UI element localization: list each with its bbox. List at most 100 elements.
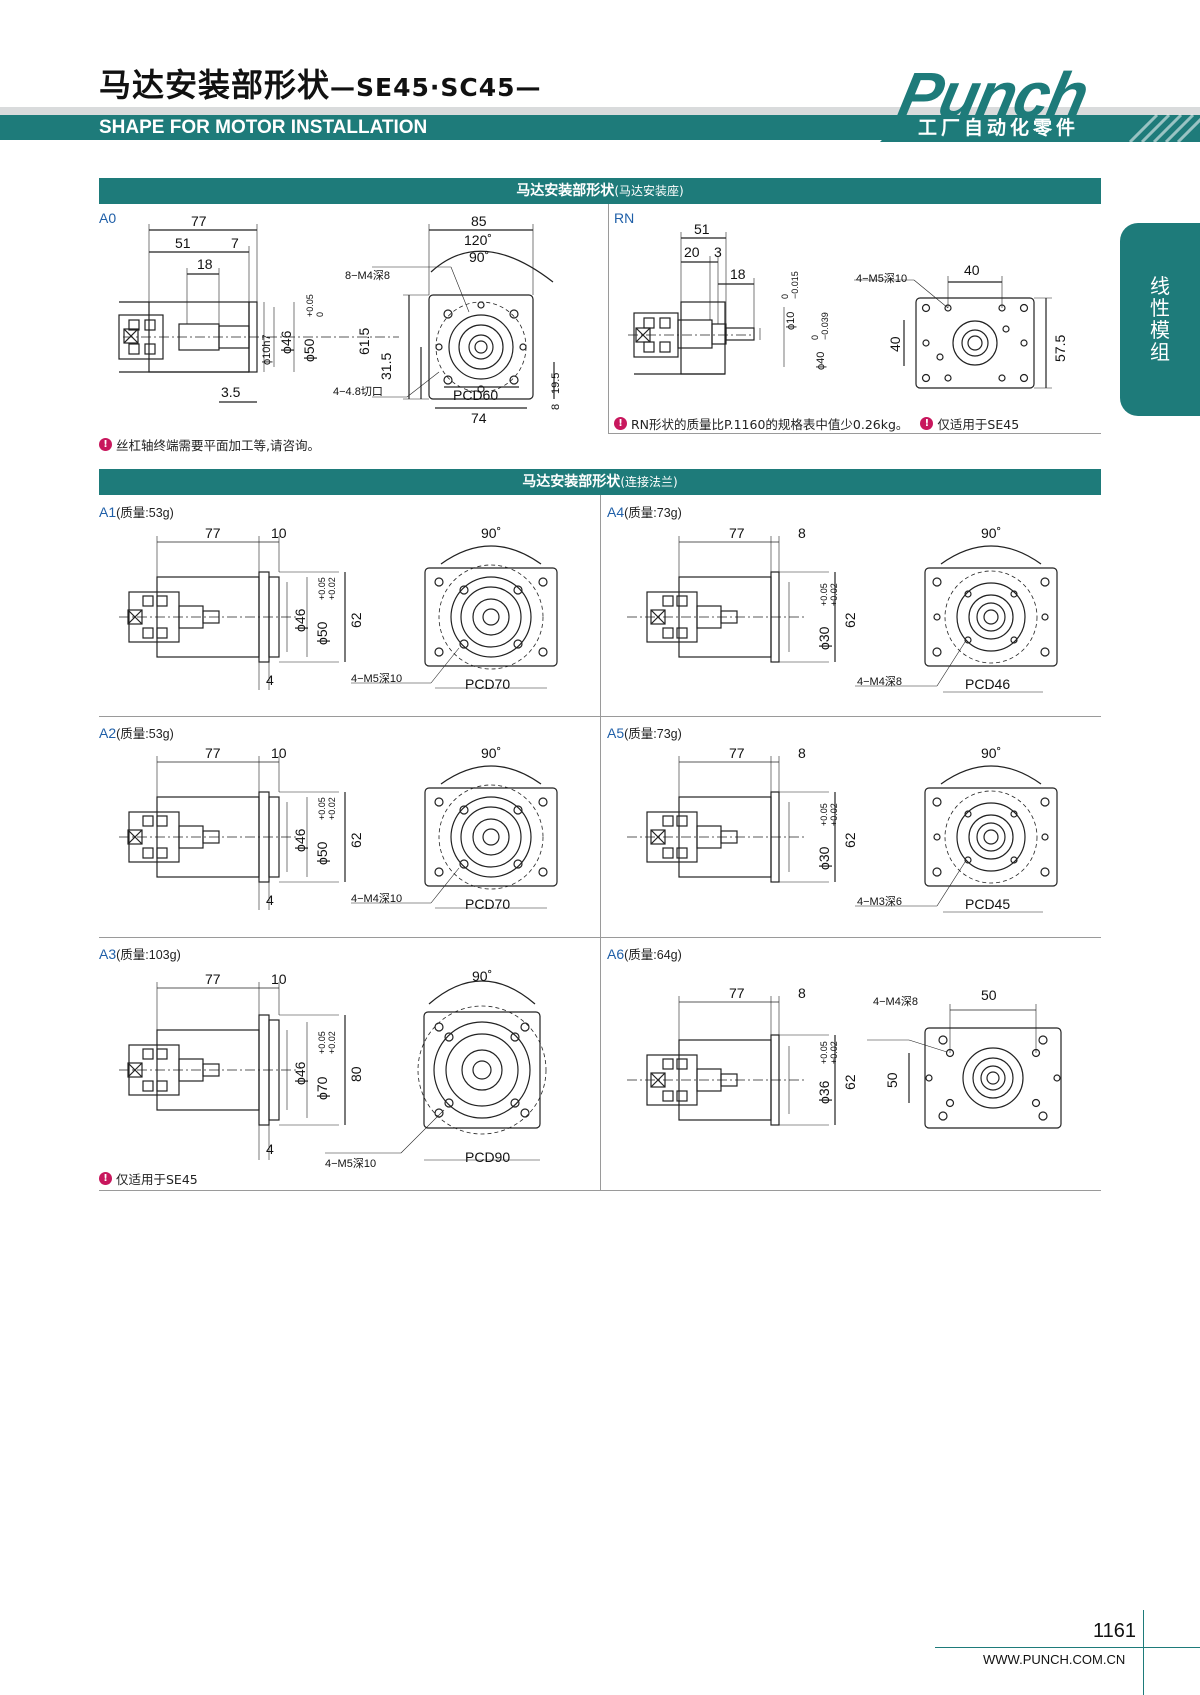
a2-thread-spec: 4−M4深10 — [351, 892, 402, 905]
a6-dim-77: 77 — [729, 985, 745, 1001]
a5-tol-upper: +0.05 — [819, 803, 829, 826]
rn-note-text-mass: RN形状的质量比P.1160的规格表中值少0.26kg。 — [631, 417, 909, 432]
section-motor-bracket-title: 马达安装部形状 — [516, 183, 615, 199]
a6-dim-50v: 50 — [884, 1072, 900, 1088]
a0-dim-315: 31.5 — [378, 353, 394, 380]
a1-thread-spec: 4−M5深10 — [351, 672, 402, 685]
a5-tol-lower: +0.02 — [829, 803, 839, 826]
a4-tol-upper: +0.05 — [819, 583, 829, 606]
footer-rule — [935, 1647, 1200, 1648]
a1-dim-10: 10 — [271, 525, 287, 541]
footer-vertical-rule — [1143, 1610, 1144, 1695]
a0-pcd: PCD60 — [453, 387, 498, 403]
cell-label-a6: A6(质量:64g) — [607, 944, 682, 963]
a3-dim-70: ϕ70 — [314, 1076, 330, 1100]
section-flange-header: 马达安装部形状(连接法兰) — [99, 469, 1101, 495]
a6-dim-36: ϕ36 — [816, 1080, 832, 1104]
a3-note: ! 仅适用于SE45 — [99, 1169, 198, 1188]
note-icon: ! — [920, 417, 934, 430]
rn-dim-20: 20 — [684, 244, 700, 260]
a2-dim-angle: 90˚ — [481, 745, 501, 761]
a0-dim-90deg: 90˚ — [469, 249, 489, 265]
a3-dim-77: 77 — [205, 971, 221, 987]
cell-mass-a3: (质量:103g) — [116, 948, 181, 962]
cell-code-a0: A0 — [99, 210, 117, 226]
a0-dim-7: 7 — [231, 235, 239, 251]
a5-dim-77: 77 — [729, 745, 745, 761]
a2-dim-46: ϕ46 — [292, 828, 308, 852]
cell-code-rn: RN — [614, 210, 635, 226]
header-gray-band — [0, 107, 1200, 115]
a2-dim-4: 4 — [266, 892, 274, 908]
a1-dim-50: ϕ50 — [314, 621, 330, 645]
rn-note: ! RN形状的质量比P.1160的规格表中值少0.26kg。 ! 仅适用于SE4… — [614, 414, 1019, 433]
section1-bottom-rule — [608, 433, 1101, 434]
rn-dim-575: 57.5 — [1052, 335, 1068, 362]
cell-label-a5: A5(质量:73g) — [607, 723, 682, 742]
a1-tol-lower: +0.02 — [327, 577, 337, 600]
a6-tol-upper: +0.05 — [819, 1041, 829, 1064]
cell-code-a1: A1 — [99, 504, 117, 520]
side-category-tab[interactable] — [1120, 223, 1200, 416]
rn-note-text-applicability: 仅适用于SE45 — [937, 417, 1020, 432]
section-motor-bracket-header: 马达安装部形状(马达安装座) — [99, 178, 1101, 204]
rn-dim-bore: ϕ40 — [815, 352, 827, 370]
rn-dim-51: 51 — [694, 221, 710, 237]
a5-dim-angle: 90˚ — [981, 745, 1001, 761]
drawing-a2: 77 10 4 ϕ46 ϕ50 +0.05 +0.02 62 90˚ 4−M4深… — [119, 745, 558, 912]
a3-tol-upper: +0.05 — [317, 1031, 327, 1054]
cell-mass-a6: (质量:64g) — [624, 948, 682, 962]
drawing-a0: 77 51 7 18 3.5 ϕ10h7 ϕ46 ϕ50 +0.05 0 85 … — [118, 213, 562, 426]
a2-dim-50: ϕ50 — [314, 841, 330, 865]
a3-dim-46: ϕ46 — [292, 1061, 308, 1085]
a3-dim-4: 4 — [266, 1141, 274, 1157]
a4-tol-lower: +0.02 — [829, 583, 839, 606]
a0-dim-615: 61.5 — [356, 328, 372, 355]
a0-tol-lower: 0 — [315, 312, 325, 317]
cell-label-a0: A0 — [99, 210, 116, 226]
cell-code-a4: A4 — [607, 504, 625, 520]
a5-dim-30: ϕ30 — [816, 846, 832, 870]
rn-bore-tol-upper: 0 — [810, 335, 820, 340]
cell-label-a4: A4(质量:73g) — [607, 502, 682, 521]
a6-dim-sq: 62 — [842, 1074, 858, 1090]
drawing-a5: 77 8 ϕ30 +0.05 +0.02 62 90˚ 4−M3深6 PCD45 — [627, 745, 1058, 913]
a0-dim-77: 77 — [191, 213, 207, 229]
punch-logo: Punch 工厂自动化零件 — [880, 58, 1200, 142]
a4-dim-sq: 62 — [842, 612, 858, 628]
a4-pcd: PCD46 — [965, 676, 1010, 692]
a0-dim-35: 3.5 — [221, 384, 241, 400]
section2-row1-rule — [99, 716, 1101, 717]
a3-dim-sq: 80 — [348, 1066, 364, 1082]
cell-code-a3: A3 — [99, 946, 117, 962]
a2-tol-lower: +0.02 — [327, 797, 337, 820]
rn-dim-40: 40 — [964, 262, 980, 278]
a1-dim-77: 77 — [205, 525, 221, 541]
footer-url[interactable]: WWW.PUNCH.COM.CN — [983, 1652, 1126, 1667]
a1-dim-4: 4 — [266, 672, 274, 688]
a6-tol-lower: +0.02 — [829, 1041, 839, 1064]
rn-thread-spec: 4−M5深10 — [856, 272, 907, 285]
drawing-a6: 77 8 ϕ36 +0.05 +0.02 62 4−M4深8 50 50 — [627, 985, 1062, 1129]
a0-dim-85: 85 — [471, 213, 487, 229]
a0-dim-195: 19.5 — [550, 373, 562, 394]
a4-dim-angle: 90˚ — [981, 525, 1001, 541]
a0-bearing — [118, 314, 164, 360]
a1-dim-angle: 90˚ — [481, 525, 501, 541]
side-category-label: 线性模组 — [1150, 274, 1170, 364]
drawing-a4: 77 8 ϕ30 +0.05 +0.02 62 90˚ 4−M4深8 PCD46 — [627, 525, 1058, 693]
rn-shaft-tol-lower: −0.015 — [790, 271, 800, 299]
cell-code-a2: A2 — [99, 725, 117, 741]
a0-dim-120deg: 120˚ — [464, 232, 492, 248]
a0-thread-spec: 8−M4深8 — [345, 269, 390, 282]
a0-dim-51: 51 — [175, 235, 191, 251]
drawing-a1: 77 10 4 ϕ46 ϕ50 +0.05 +0.02 62 90˚ 4−M5深… — [119, 525, 558, 692]
a2-dim-77: 77 — [205, 745, 221, 761]
cell-mass-a4: (质量:73g) — [624, 506, 682, 520]
section1-note-text: 丝杠轴终端需要平面加工等,请咨询。 — [116, 438, 320, 453]
page-title-suffix: —SE45·SC45— — [330, 73, 542, 102]
drawing-rn: 51 20 3 18 ϕ10 0 −0.015 ϕ40 0 −0.039 4−M… — [628, 221, 1068, 389]
a4-dim-77: 77 — [729, 525, 745, 541]
a2-dim-10: 10 — [271, 745, 287, 761]
a3-dim-angle: 90˚ — [472, 968, 492, 984]
